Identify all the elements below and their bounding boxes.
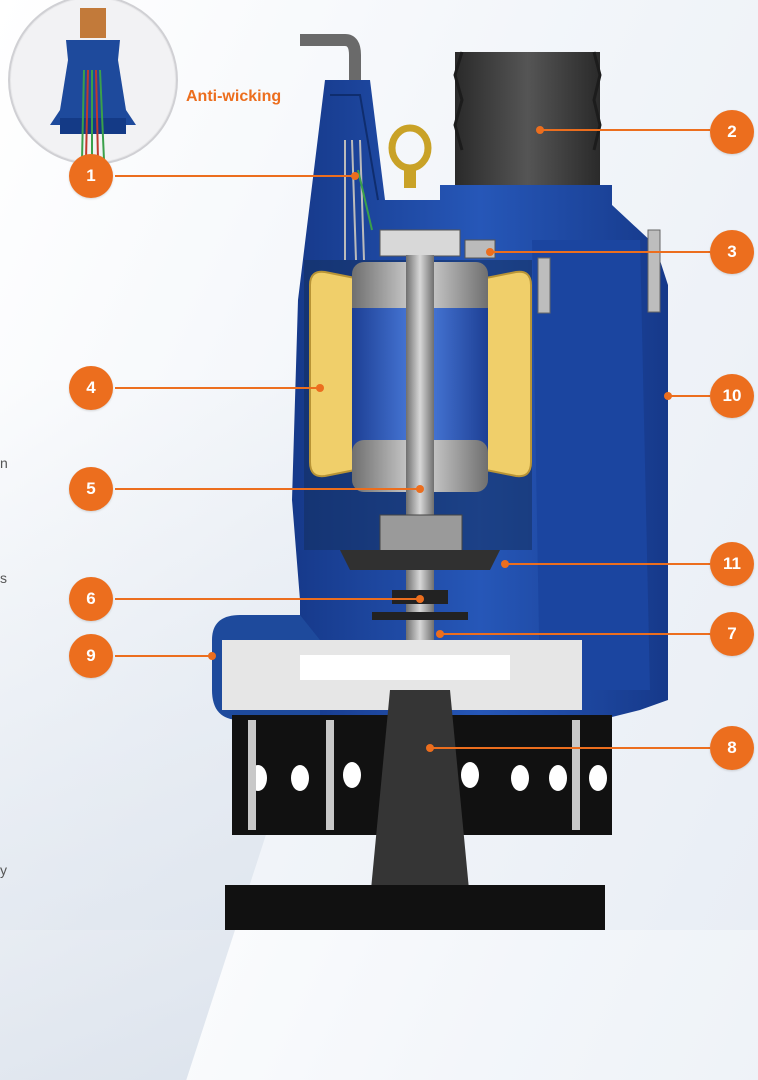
cable-pipe — [300, 34, 361, 100]
cropped-text-fragment: n — [0, 455, 8, 471]
stator-windings — [309, 270, 532, 478]
upper-bearing — [379, 229, 461, 257]
cable-conductors — [344, 139, 365, 261]
pump-cutaway — [8, 0, 710, 930]
callout-9[interactable]: 9 — [69, 634, 113, 678]
callout-10[interactable]: 10 — [710, 374, 754, 418]
callout-1[interactable]: 1 — [69, 154, 113, 198]
cropped-text-fragment: s — [0, 570, 7, 586]
callout-2[interactable]: 2 — [710, 110, 754, 154]
anti-wicking-inset — [8, 0, 178, 165]
callout-7[interactable]: 7 — [710, 612, 754, 656]
leader-lines — [115, 129, 710, 749]
lower-bearing — [379, 514, 463, 556]
callout-11[interactable]: 11 — [710, 542, 754, 586]
callout-3[interactable]: 3 — [710, 230, 754, 274]
callout-8[interactable]: 8 — [710, 726, 754, 770]
impeller — [225, 690, 612, 930]
callout-6[interactable]: 6 — [69, 577, 113, 621]
pump-diagram: Anti-wicking 1 2 3 4 5 6 7 8 9 10 11 n s… — [0, 0, 754, 930]
callout-4[interactable]: 4 — [69, 366, 113, 410]
callout-5[interactable]: 5 — [69, 467, 113, 511]
lifting-eye — [388, 124, 432, 188]
discharge-outlet — [453, 51, 602, 190]
volute — [212, 615, 582, 720]
cropped-text-fragment: y — [0, 862, 7, 878]
anti-wicking-label: Anti-wicking — [186, 88, 282, 105]
